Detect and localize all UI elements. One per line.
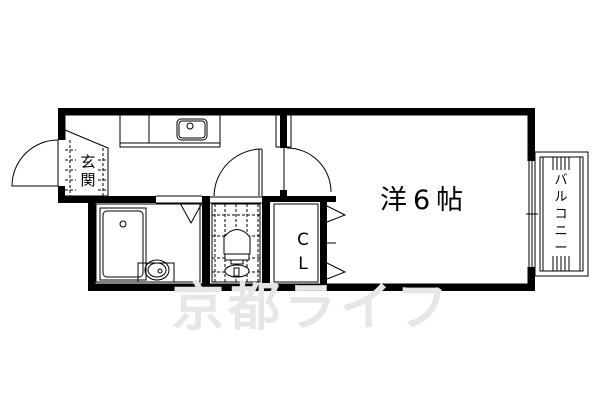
entrance-label-char: 関 [80, 171, 96, 189]
balcony-window [526, 161, 538, 267]
toilet-door [213, 148, 263, 197]
closet-label-char: L [298, 254, 308, 274]
closet-label-char: C [297, 230, 309, 250]
balcony-label-char: ニ [554, 224, 568, 239]
entrance-floor [64, 129, 109, 197]
balcony-label-char: バ [554, 173, 568, 188]
closet-label: C L [295, 228, 311, 276]
toilet [211, 203, 261, 283]
entrance-label: 玄 関 [80, 153, 96, 189]
balcony-label: バ ル コ ニ ー [554, 172, 568, 257]
outer-walls [58, 108, 535, 291]
balcony [534, 151, 589, 277]
balcony-label-char: ル [554, 190, 568, 205]
entrance-door [11, 139, 59, 187]
watermark: 京都ライフ [172, 278, 453, 338]
fridge-marker [179, 202, 203, 225]
closet [273, 203, 347, 283]
entrance-label-char: 玄 [80, 153, 96, 171]
balcony-label-char: コ [554, 207, 568, 222]
partition-walls [156, 108, 336, 291]
western-room-label: 洋6帖 [380, 185, 470, 216]
bathroom [95, 203, 201, 283]
room-door [283, 147, 332, 193]
kitchen-counter [119, 114, 221, 148]
balcony-label-char: ー [554, 241, 568, 256]
